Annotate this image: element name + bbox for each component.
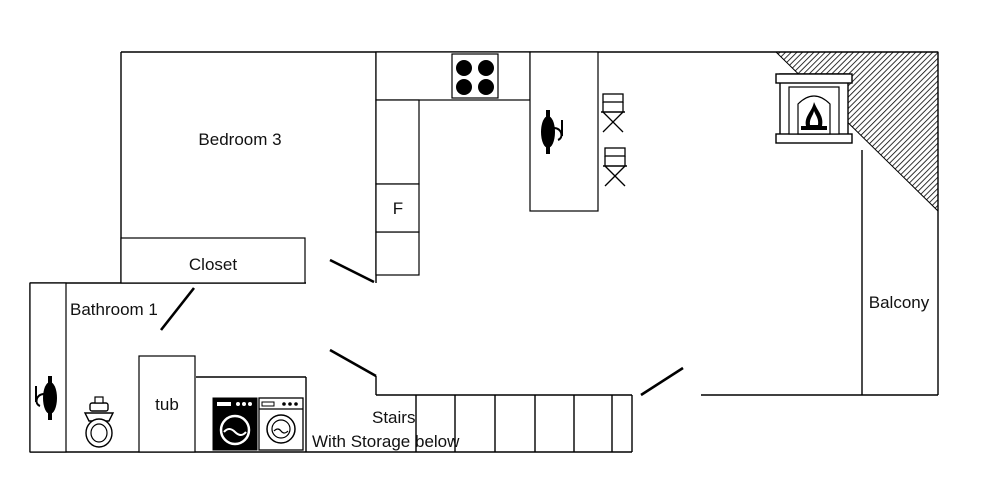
stairs: Stairs With Storage below xyxy=(312,376,633,452)
tub-label: tub xyxy=(155,395,179,414)
fridge: F xyxy=(375,183,420,233)
bathtub: tub xyxy=(138,355,196,453)
doors xyxy=(159,258,684,397)
balcony-label: Balcony xyxy=(869,293,930,312)
stove-icon xyxy=(451,53,499,99)
stairs-label: Stairs xyxy=(372,408,415,427)
closet: Closet xyxy=(120,237,306,284)
sink-icon xyxy=(35,376,57,420)
stairs-note: With Storage below xyxy=(312,432,460,451)
toilet-icon xyxy=(83,396,115,448)
kitchen-island xyxy=(529,51,599,212)
fridge-label: F xyxy=(393,199,403,218)
bathroom-vanity xyxy=(29,282,67,453)
chair-icon xyxy=(603,147,627,187)
bedroom-3: Bedroom 3 xyxy=(198,130,281,149)
dryer-icon xyxy=(258,397,304,451)
bathroom-label: Bathroom 1 xyxy=(70,300,158,319)
sink-icon xyxy=(541,110,563,154)
closet-label: Closet xyxy=(189,255,237,274)
bathroom-1: Bathroom 1 xyxy=(70,300,158,319)
bedroom-label: Bedroom 3 xyxy=(198,130,281,149)
chair-icon xyxy=(601,93,625,133)
washer-icon xyxy=(212,397,258,451)
fireplace-icon xyxy=(775,73,853,144)
